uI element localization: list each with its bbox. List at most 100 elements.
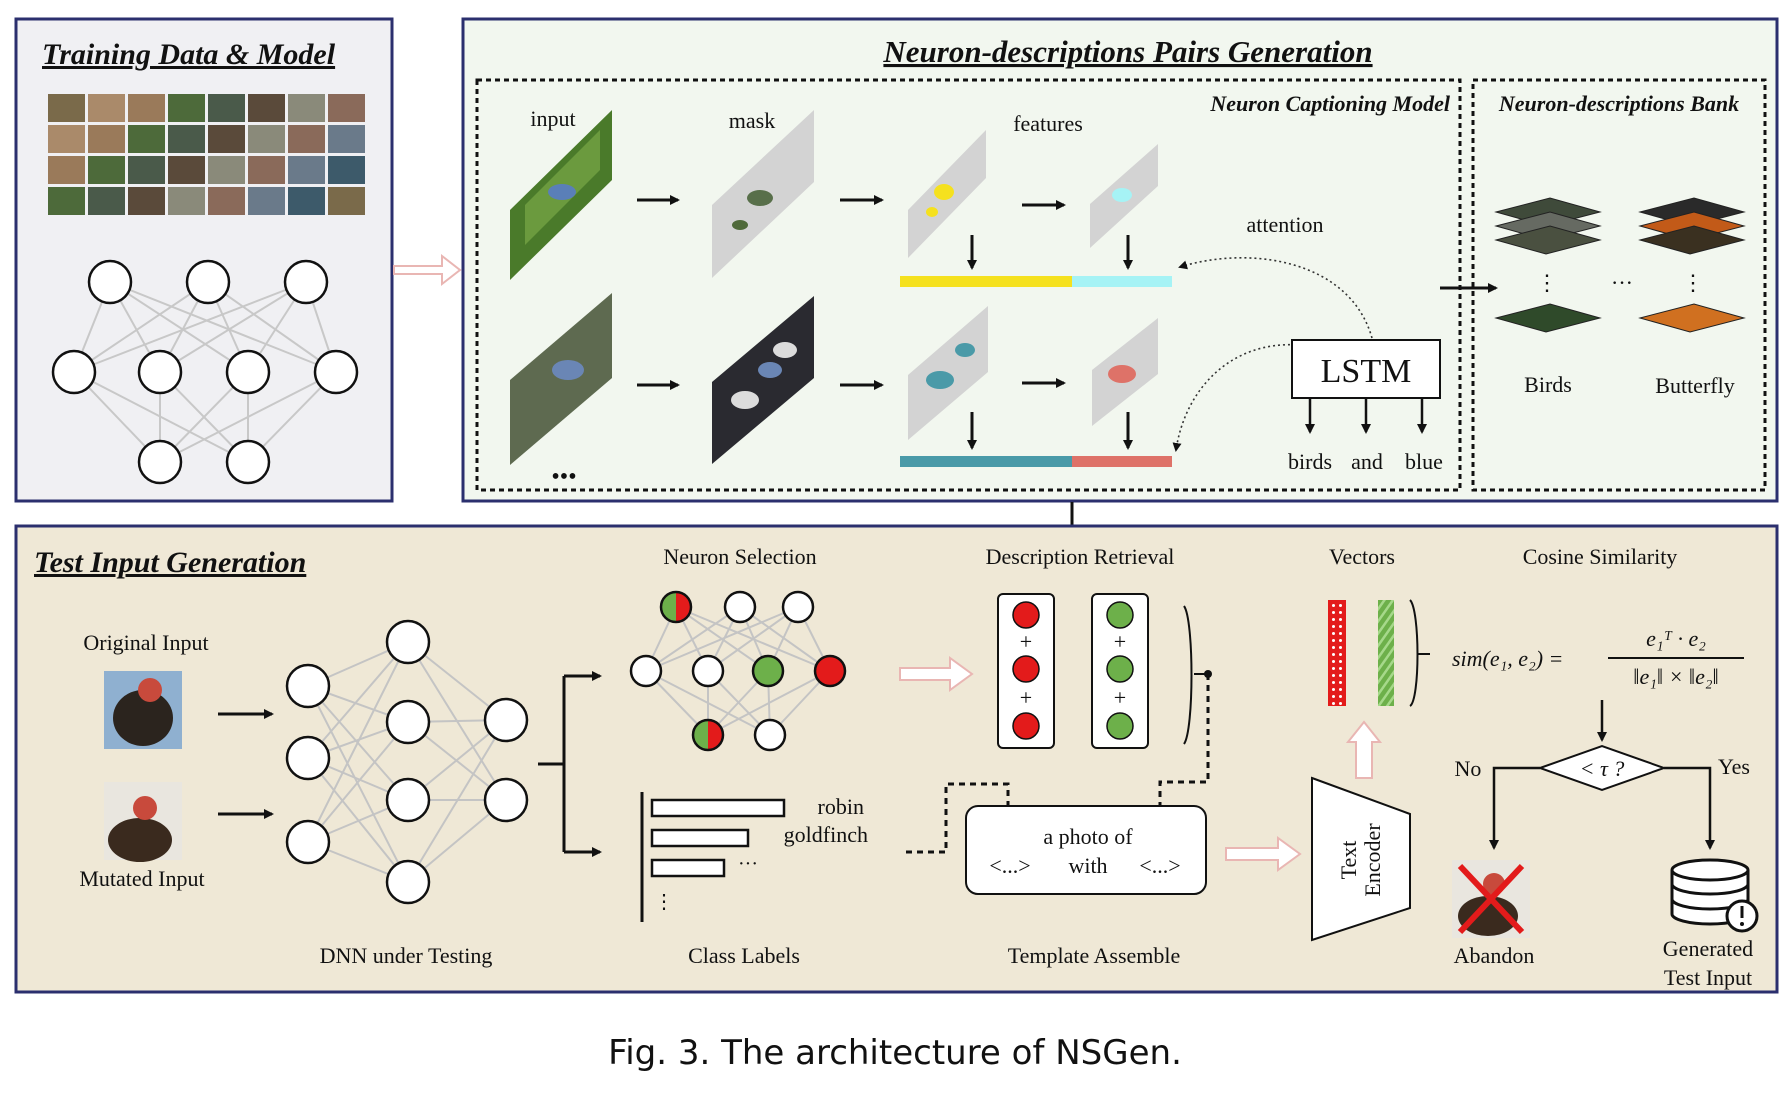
feature-map-teal [908, 306, 988, 440]
neuron-selection-node-red-half [708, 720, 723, 750]
cosine-similarity-label: Cosine Similarity [1523, 544, 1678, 569]
dnn-edge [307, 641, 409, 759]
neuron-selection-node [723, 590, 757, 624]
neuron-selection-label: Neuron Selection [663, 544, 816, 569]
training-image-thumbnail [128, 125, 165, 153]
class-labels-chart [640, 792, 786, 922]
class-label-more: ··· [738, 853, 758, 875]
neuron-selection-edge [707, 670, 831, 736]
training-image-thumbnail [288, 187, 325, 215]
training-image-thumbnail [248, 125, 285, 153]
vector-green [1378, 600, 1394, 706]
training-image-thumbnail [128, 94, 165, 122]
dnn-node [385, 777, 431, 823]
dnn-node [285, 663, 331, 709]
dnn-node [385, 699, 431, 745]
dnn-node [385, 859, 431, 905]
training-image-thumbnail [288, 94, 325, 122]
test-panel: Test Input Generation Original Input Mut… [14, 524, 1779, 994]
neuron-selection-node [691, 718, 725, 752]
formula-denominator: ‖e₁‖ × ‖e₂‖ [1633, 664, 1718, 689]
dnn-node [385, 619, 431, 665]
training-image-thumbnail [168, 125, 205, 153]
mutated-input-label: Mutated Input [79, 866, 204, 891]
training-network-node [185, 259, 231, 305]
mask-label: mask [729, 108, 775, 133]
bank-title: Neuron-descriptions Bank [1498, 91, 1739, 116]
training-image-thumbnail [288, 156, 325, 184]
neuron-selection-edge [645, 606, 741, 672]
training-image-thumbnail [128, 156, 165, 184]
dnn-node [285, 819, 331, 865]
input-image-1 [510, 110, 612, 280]
original-input-label: Original Input [83, 630, 208, 655]
training-images-grid [48, 94, 365, 215]
template-box [965, 805, 1207, 895]
training-network-node [137, 439, 183, 485]
dnn-network [285, 619, 529, 905]
dnn-branch-arrows [538, 671, 602, 857]
training-network-node [87, 259, 133, 305]
neuron-selection-node [629, 654, 663, 688]
class-label-more-vertical: ⋮ [654, 891, 674, 913]
template-placeholder-left: <...> [989, 853, 1030, 878]
captioning-box [475, 78, 1462, 492]
dnn-node [285, 735, 331, 781]
input-image-2 [510, 293, 612, 465]
features-label: features [1013, 111, 1083, 136]
plus-sign: + [1020, 685, 1032, 710]
training-image-thumbnail [328, 125, 365, 153]
input-arrows [218, 709, 274, 819]
plus-sign: + [1020, 629, 1032, 654]
vectors-brace [1409, 599, 1419, 707]
feature-bar-salmon [1072, 456, 1172, 467]
formula-lhs: sim(e₁, e₂) = [1452, 646, 1563, 671]
class-label-robin: robin [818, 794, 864, 819]
flow-arrows-row-2 [637, 378, 1133, 450]
lstm-box [1291, 339, 1441, 399]
training-image-thumbnail [168, 156, 205, 184]
more-images-ellipsis: ••• [551, 464, 576, 490]
neuron-selection-node [691, 654, 725, 688]
database-icon [1670, 858, 1750, 926]
dnn-node [483, 697, 529, 743]
bank-ellipsis: ··· [1611, 270, 1633, 295]
dnn-edge [307, 641, 409, 843]
butterfly-stack [1638, 197, 1746, 333]
neuron-selection-node [781, 590, 815, 624]
plus-sign: + [1114, 629, 1126, 654]
dnn-edge [307, 721, 409, 843]
training-image-thumbnail [208, 187, 245, 215]
attention-label: attention [1247, 212, 1324, 237]
training-title: Training Data & Model [42, 38, 336, 71]
training-network-node [225, 349, 271, 395]
decision-yes: Yes [1718, 754, 1750, 779]
decision-branches [1489, 766, 1715, 850]
neuron-selection-node [813, 654, 847, 688]
neuron-selection-node [751, 654, 785, 688]
template-title: Template Assemble [1008, 943, 1181, 968]
figure-caption: Fig. 3. The architecture of NSGen. [608, 1033, 1182, 1073]
training-network-edge [109, 281, 337, 373]
training-panel: Training Data & Model [14, 17, 394, 503]
training-image-thumbnail [48, 187, 85, 215]
training-network-node [137, 349, 183, 395]
class-label-goldfinch: goldfinch [784, 822, 868, 847]
retrieved-green-descriptions [1091, 593, 1149, 749]
generated-label-2: Test Input [1664, 965, 1752, 990]
neuron-selection-node-green-half [693, 720, 708, 750]
training-network-edge [159, 281, 307, 373]
retrieval-brace [1183, 605, 1193, 745]
training-image-thumbnail [48, 94, 85, 122]
mask-image-1 [712, 110, 814, 278]
retrieved-red-descriptions [997, 593, 1055, 749]
class-labels-title: Class Labels [688, 943, 800, 968]
hollow-arrow-to-retrieval [899, 656, 974, 692]
training-image-thumbnail [328, 156, 365, 184]
training-image-thumbnail [88, 125, 125, 153]
decision-label: < τ ? [1580, 756, 1625, 781]
training-network-node [283, 259, 329, 305]
training-image-thumbnail [48, 125, 85, 153]
generated-label-1: Generated [1663, 936, 1753, 961]
